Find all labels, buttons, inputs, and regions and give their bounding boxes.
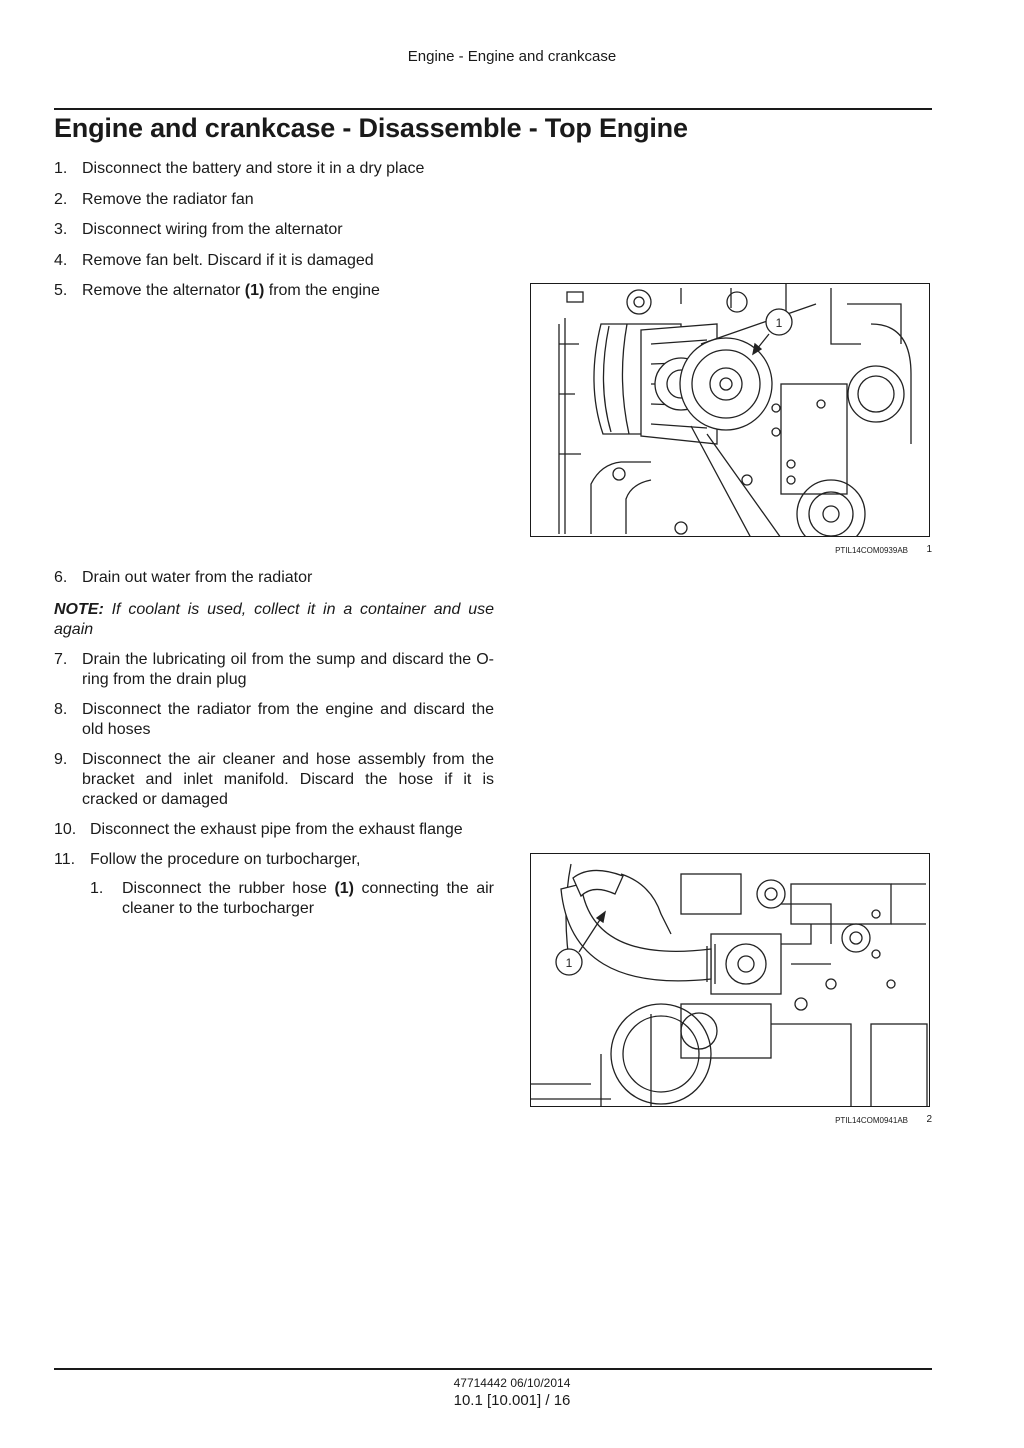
svg-text:1: 1 [566,956,573,970]
fan-belt [690,303,817,536]
step-7: 7. Drain the lubricating oil from the su… [54,650,494,690]
callout-1: 1 [555,910,606,976]
step-10: 10. Disconnect the exhaust pipe from the… [54,820,494,840]
step-number: 6. [54,569,68,586]
header-rule [54,108,932,110]
engine-block-outline [531,863,928,1106]
reference-callout: (1) [334,880,355,897]
step-5: 5. Remove the alternator (1) from the en… [54,281,494,301]
step-6: 6. Drain out water from the radiator [54,568,494,588]
figure-number: 2 [926,1114,932,1125]
step-number: 8. [54,701,68,718]
footer-page-number: 10.1 [10.001] / 16 [453,1392,571,1409]
step-9: 9. Disconnect the air cleaner and hose a… [54,750,494,810]
note-label: NOTE: [54,601,104,618]
running-header: Engine - Engine and crankcase [407,48,617,65]
step-3: 3. Disconnect wiring from the alternator [54,220,494,240]
step-text: Disconnect the radiator from the engine … [82,701,494,738]
step-text: Remove the alternator (1) from the engin… [82,282,380,299]
step-number: 7. [54,651,68,668]
step-number: 10. [54,821,77,838]
step-2: 2. Remove the radiator fan [54,190,494,210]
step-text: Disconnect wiring from the alternator [82,221,343,238]
step-text: Follow the procedure on turbocharger, [90,851,361,868]
step-number: 3. [54,221,68,238]
figure-number: 1 [926,544,932,555]
note: NOTE: If coolant is used, collect it in … [54,600,494,640]
callout-1: 1 [752,308,793,356]
step-number: 4. [54,252,68,269]
turbocharger [710,924,831,995]
alternator-pulley [679,337,773,431]
step-text: Remove fan belt. Discard if it is damage… [82,252,374,269]
reference-callout: (1) [244,282,265,299]
step-number: 5. [54,282,68,299]
step-1: 1. Disconnect the battery and store it i… [54,159,494,179]
step-number: 1. [90,880,104,897]
step-text: Drain the lubricating oil from the sump … [82,651,494,688]
step-text: Remove the radiator fan [82,191,254,208]
page-title: Engine and crankcase - Disassemble - Top… [54,113,688,143]
substep-11-1: 1. Disconnect the rubber hose (1) connec… [54,879,494,919]
step-number: 9. [54,751,68,768]
step-text: Disconnect the battery and store it in a… [82,160,425,177]
figure-turbocharger-hose: 1 [530,853,930,1107]
figure-caption: PTIL14COM0939AB [835,546,908,555]
step-number: 1. [54,160,68,177]
note-text: If coolant is used, collect it in a cont… [54,601,494,638]
rubber-hose [560,869,716,984]
engine-block-outline [558,284,912,536]
step-text: Disconnect the exhaust pipe from the exh… [90,821,463,838]
footer-document-reference: 47714442 06/10/2014 [453,1376,571,1390]
step-number: 11. [54,851,76,868]
step-number: 2. [54,191,68,208]
step-text: Drain out water from the radiator [82,569,313,586]
svg-text:1: 1 [776,316,783,330]
figure-alternator: 1 [530,283,930,537]
step-text: Disconnect the rubber hose (1) connectin… [122,880,495,917]
step-8: 8. Disconnect the radiator from the engi… [54,700,494,740]
figure-caption: PTIL14COM0941AB [835,1116,908,1125]
step-4: 4. Remove fan belt. Discard if it is dam… [54,251,494,271]
step-text: Disconnect the air cleaner and hose asse… [82,751,494,808]
footer-rule [54,1368,932,1370]
step-11: 11. Follow the procedure on turbocharger… [54,850,494,870]
